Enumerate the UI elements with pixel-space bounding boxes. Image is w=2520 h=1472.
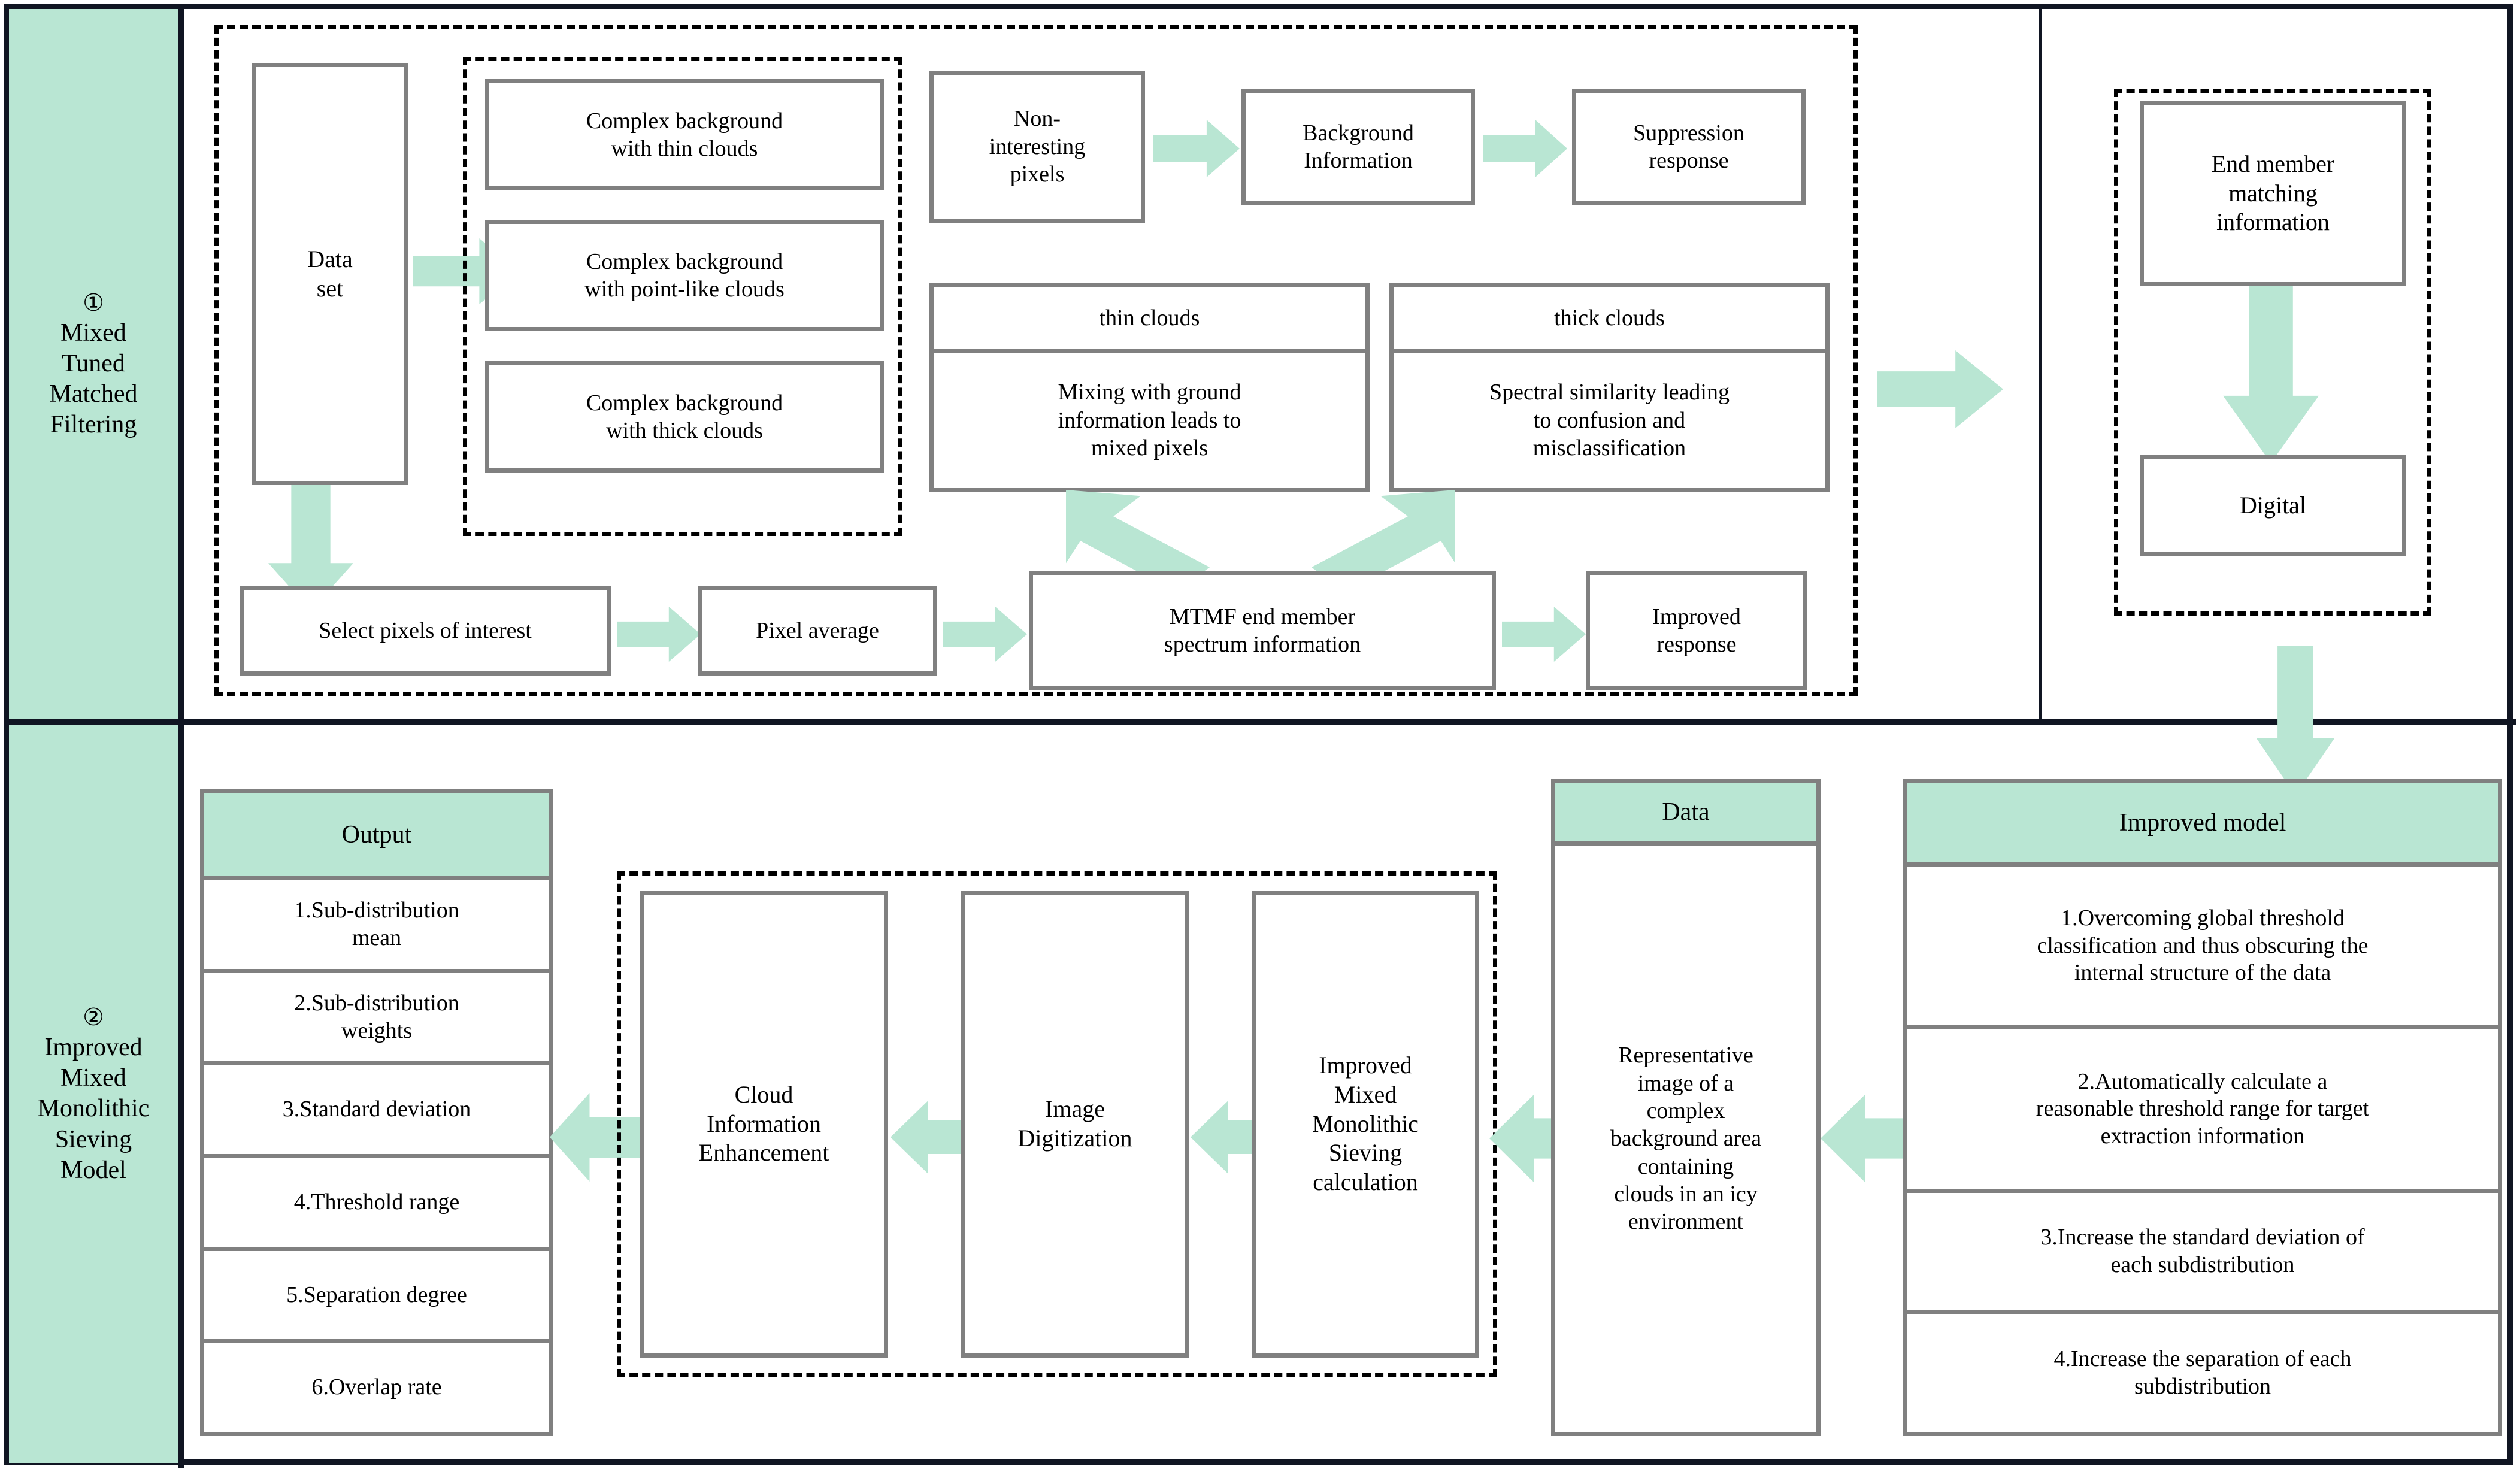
output-stack: Output 1.Sub-distribution mean 2.Sub-dis… [200, 789, 553, 1436]
background-type-box: Complex background with thick clouds [485, 361, 884, 473]
thick-clouds-body: Spectral similarity leading to confusion… [1489, 380, 1730, 461]
section-1-marker: ① [83, 289, 104, 316]
background-information-box: Background Information [1241, 89, 1475, 205]
section1-dashed-container [214, 25, 1858, 696]
suppression-response-box: Suppression response [1572, 89, 1806, 205]
section-2-title: Improved Mixed Monolithic Sieving Model [37, 1033, 150, 1184]
background-types-dashed-box [463, 57, 902, 536]
section1-inner-vertical-divider [2039, 9, 2042, 719]
digital-box: Digital [2140, 455, 2406, 556]
background-type-box: Complex background with thin clouds [485, 79, 884, 190]
select-pixels-box: Select pixels of interest [240, 586, 611, 676]
improved-model-stack: Improved model 1.Overcoming global thres… [1903, 779, 2502, 1436]
thick-clouds-title: thick clouds [1394, 287, 1825, 353]
improved-mixed-monolithic-sieving-calculation-box: Improved Mixed Monolithic Sieving calcul… [1252, 891, 1479, 1358]
thick-clouds-box: thick clouds Spectral similarity leading… [1389, 283, 1830, 492]
improved-model-header: Improved model [1907, 783, 2498, 867]
improved-response-box: Improved response [1586, 571, 1807, 690]
thin-clouds-box: thin clouds Mixing with ground informati… [929, 283, 1370, 492]
data-body: Representative image of a complex backgr… [1610, 1043, 1762, 1235]
data-box: Data Representative image of a complex b… [1551, 779, 1821, 1436]
non-interesting-pixels-box: Non- interesting pixels [929, 71, 1145, 223]
thin-clouds-body: Mixing with ground information leads to … [1058, 380, 1241, 461]
outer-frame [4, 4, 2513, 1465]
improved-model-item: 3.Increase the standard deviation of eac… [1907, 1193, 2498, 1314]
pipeline-dashed-container [617, 871, 1497, 1377]
image-digitization-box: Image Digitization [961, 891, 1189, 1358]
section-1-label: ① Mixed Tuned Matched Filtering [9, 9, 178, 719]
output-header: Output [204, 793, 549, 880]
section-1-title: Mixed Tuned Matched Filtering [49, 319, 138, 439]
section-row-divider [4, 719, 2516, 725]
thin-clouds-title: thin clouds [934, 287, 1365, 353]
endmember-matching-dashed-box [2114, 89, 2431, 616]
cloud-information-enhancement-box: Cloud Information Enhancement [640, 891, 888, 1358]
pixel-average-box: Pixel average [698, 586, 937, 676]
data-header: Data [1555, 783, 1816, 846]
improved-model-item: 4.Increase the separation of each subdis… [2053, 1346, 2352, 1399]
improved-model-item: 2.Automatically calculate a reasonable t… [1907, 1029, 2498, 1193]
section-2-marker: ② [83, 1003, 104, 1031]
section2-label-divider [178, 722, 184, 1468]
data-set-box: Data set [252, 63, 408, 485]
background-type-box: Complex background with point-like cloud… [485, 220, 884, 331]
output-item: 5.Separation degree [204, 1251, 549, 1344]
output-item: 4.Threshold range [204, 1158, 549, 1251]
section1-label-divider [178, 4, 184, 722]
end-member-matching-information-box: End member matching information [2140, 101, 2406, 286]
output-item: 1.Sub-distribution mean [204, 880, 549, 973]
output-item: 6.Overlap rate [311, 1374, 442, 1400]
improved-model-item: 1.Overcoming global threshold classifica… [1907, 867, 2498, 1030]
output-item: 3.Standard deviation [204, 1065, 549, 1159]
section-2-label: ② Improved Mixed Monolithic Sieving Mode… [9, 725, 178, 1463]
mtmf-endmember-spectrum-box: MTMF end member spectrum information [1029, 571, 1496, 690]
output-item: 2.Sub-distribution weights [204, 973, 549, 1066]
